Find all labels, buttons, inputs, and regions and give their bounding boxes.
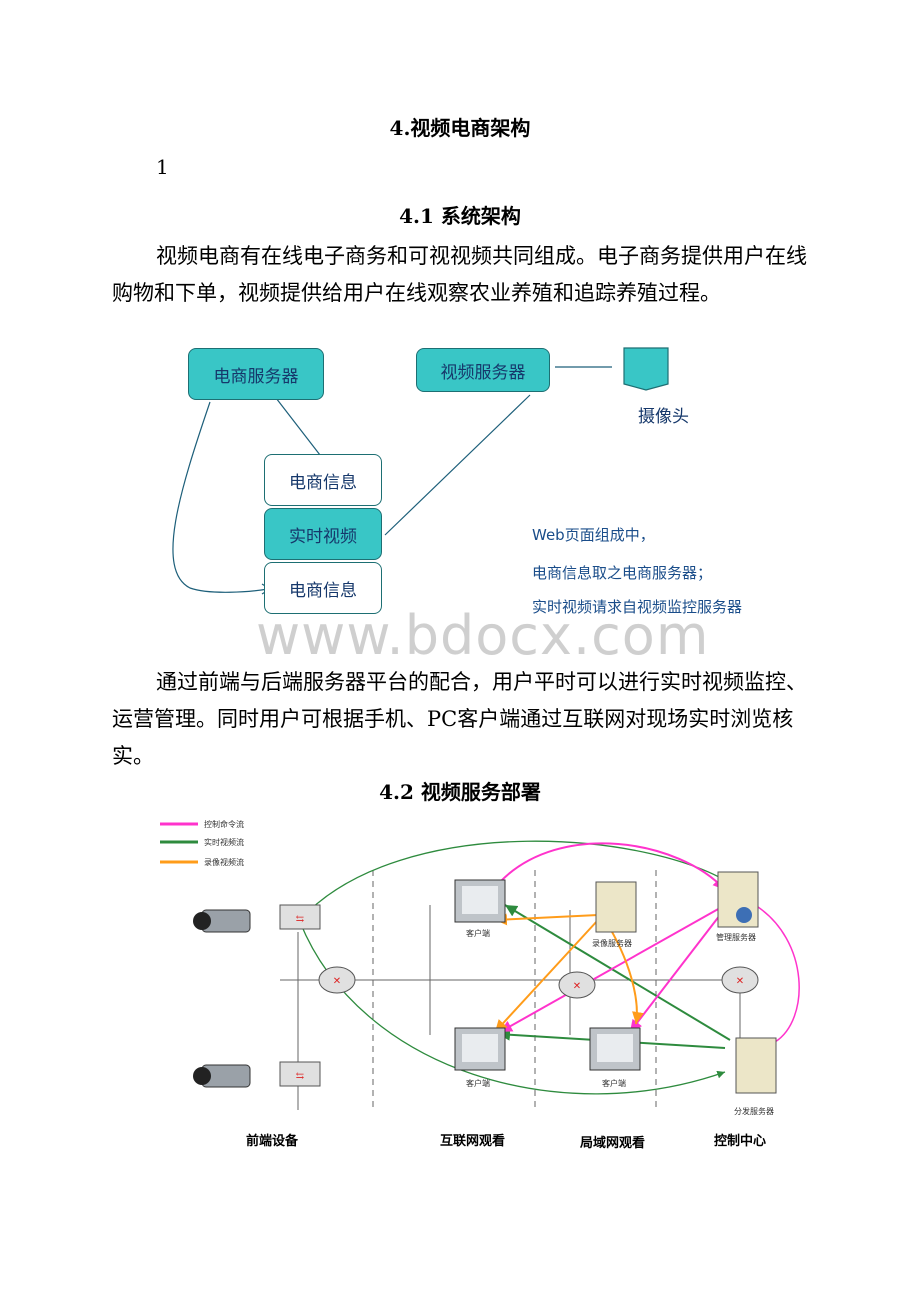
switch-bottom-icon: ⇆ <box>279 1061 321 1087</box>
paragraph-2: 通过前端与后端服务器平台的配合，用户平时可以进行实时视频监控、运营管理。同时用户… <box>112 670 807 768</box>
section-title: 4.视频电商架构 <box>389 116 531 140</box>
watermark: www.bdocx.com <box>256 604 710 667</box>
switch-top-icon: ⇆ <box>279 904 321 930</box>
dist-server-label: 分发服务器 <box>734 1107 774 1116</box>
note-line-1: Web页面组成中， <box>532 526 655 544</box>
number-line: 1 <box>156 155 169 179</box>
ecommerce-info-top-box: 电商信息 <box>264 454 382 506</box>
dist-server-icon <box>735 1037 777 1094</box>
legend-control: 控制命令流 <box>204 820 244 829</box>
ecommerce-info-bottom-box: 电商信息 <box>264 562 382 614</box>
architecture-connectors <box>172 347 669 595</box>
manage-server-label: 管理服务器 <box>716 933 756 942</box>
camera-label: 摄像头 <box>638 407 689 427</box>
manage-server-icon <box>717 871 759 928</box>
svg-text:✕: ✕ <box>333 976 341 987</box>
note-line-3: 实时视频请求自视频监控服务器 <box>532 598 743 616</box>
svg-text:⇆: ⇆ <box>296 914 305 925</box>
zone-front-end: 前端设备 <box>246 1134 299 1149</box>
paragraph-1: 视频电商有在线电子商务和可视视频共同组成。电子商务提供用户在线购物和下单，视频提… <box>112 244 807 305</box>
monitor-top-icon <box>454 879 506 923</box>
note-line-2: 电商信息取之电商服务器； <box>532 564 713 582</box>
ecommerce-server-box: 电商服务器 <box>188 348 324 400</box>
svg-text:✕: ✕ <box>573 981 581 992</box>
svg-text:⇆: ⇆ <box>296 1071 305 1082</box>
architecture-diagram: 电商服务器 视频服务器 摄像头 电商信息 实时视频 电商信息 Web页面组成中，… <box>0 340 920 630</box>
monitor-bottom-left-icon <box>454 1027 506 1071</box>
deployment-diagram: ⇆ ⇆ ✕ ✕ ✕ 控制命令流 实时视频流 录像视频流 客户端 录像服务器 管理… <box>140 810 820 1160</box>
realtime-video-box: 实时视频 <box>264 508 382 560</box>
router-right-icon: ✕ <box>721 966 759 994</box>
camera-icon <box>623 347 669 391</box>
legend-record: 录像视频流 <box>204 858 244 867</box>
monitor-bottom-mid-icon <box>589 1027 641 1071</box>
subsection-title-1: 4.1 系统架构 <box>399 204 521 228</box>
client-bottom-left-label: 客户端 <box>466 1079 490 1088</box>
client-top-label: 客户端 <box>466 929 490 938</box>
subsection-title-2: 4.2 视频服务部署 <box>379 780 541 804</box>
router-left-icon: ✕ <box>318 966 356 994</box>
router-mid-icon: ✕ <box>558 971 596 999</box>
zone-control-center: 控制中心 <box>714 1134 767 1149</box>
client-bottom-mid-label: 客户端 <box>602 1079 626 1088</box>
video-server-box: 视频服务器 <box>416 348 550 392</box>
camera-bottom-icon <box>193 1064 251 1088</box>
zone-lan: 局域网观看 <box>580 1136 646 1151</box>
deployment-network: ⇆ ⇆ ✕ ✕ ✕ <box>160 822 800 1110</box>
record-server-icon <box>595 881 637 933</box>
record-server-label: 录像服务器 <box>592 939 632 948</box>
svg-text:✕: ✕ <box>736 976 744 987</box>
zone-internet: 互联网观看 <box>440 1134 506 1149</box>
legend-realtime: 实时视频流 <box>204 838 244 847</box>
camera-top-icon <box>193 909 251 933</box>
